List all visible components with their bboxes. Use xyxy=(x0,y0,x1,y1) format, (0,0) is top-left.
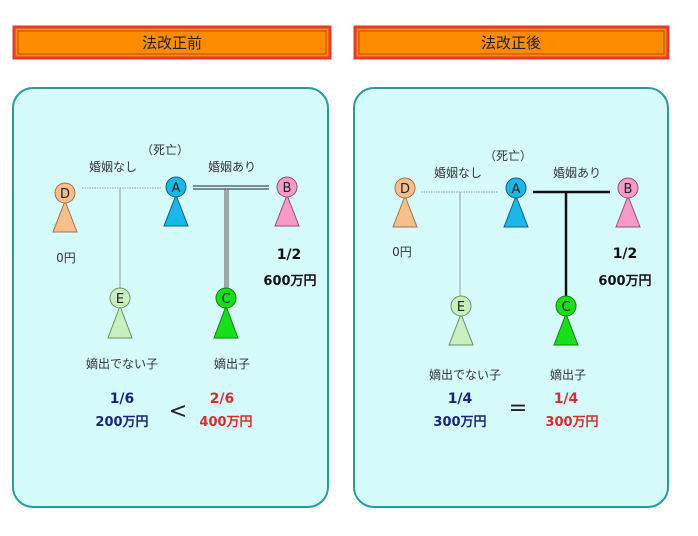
person-A: A xyxy=(163,176,189,227)
C-label: 嫡出子 xyxy=(550,367,586,382)
person-B: B xyxy=(274,176,300,227)
person-A: A xyxy=(503,177,529,228)
svg-text:B: B xyxy=(283,181,292,196)
svg-text:A: A xyxy=(512,182,521,197)
header-before: 法改正前 xyxy=(12,25,332,60)
svg-text:C: C xyxy=(221,292,230,307)
no-marriage-label: 婚姻なし xyxy=(89,159,137,174)
svg-text:D: D xyxy=(60,187,70,202)
person-E: E xyxy=(107,287,133,339)
header-title: 法改正後 xyxy=(481,34,541,52)
C-share: 2/6 xyxy=(210,391,235,407)
panel-after: 法改正後 D A B E C xyxy=(353,25,670,508)
person-D: D xyxy=(52,182,78,233)
D-amount: 0円 xyxy=(56,251,76,265)
svg-text:A: A xyxy=(172,181,181,196)
header-title: 法改正前 xyxy=(142,34,202,52)
B-amount: 600万円 xyxy=(598,274,651,289)
person-B: B xyxy=(615,177,641,228)
B-share: 1/2 xyxy=(613,246,638,262)
C-amount: 400万円 xyxy=(199,415,252,430)
person-C: C xyxy=(553,295,579,346)
svg-text:D: D xyxy=(400,182,410,197)
header-after: 法改正後 xyxy=(353,25,670,60)
B-share: 1/2 xyxy=(277,247,302,263)
C-label: 嫡出子 xyxy=(214,356,250,371)
E-label: 嫡出でない子 xyxy=(429,367,501,382)
svg-text:E: E xyxy=(116,292,124,307)
deceased-label: （死亡） xyxy=(141,143,189,157)
svg-text:C: C xyxy=(561,300,570,315)
person-D: D xyxy=(392,177,418,228)
deceased-label: （死亡） xyxy=(484,149,532,163)
marriage-label: 婚姻あり xyxy=(208,159,256,174)
person-E: E xyxy=(448,295,474,346)
marriage-label: 婚姻あり xyxy=(553,165,601,180)
no-marriage-label: 婚姻なし xyxy=(434,165,482,180)
D-amount: 0円 xyxy=(392,245,412,259)
C-share: 1/4 xyxy=(554,391,579,407)
E-amount: 300万円 xyxy=(433,415,486,430)
E-share: 1/6 xyxy=(110,391,135,407)
panel-before: 法改正前 D A B E xyxy=(12,25,332,508)
E-share: 1/4 xyxy=(448,391,473,407)
person-C: C xyxy=(213,287,239,339)
B-amount: 600万円 xyxy=(263,274,316,289)
svg-text:B: B xyxy=(624,182,633,197)
comparison-sign: = xyxy=(509,396,527,421)
C-amount: 300万円 xyxy=(545,415,598,430)
E-label: 嫡出でない子 xyxy=(86,356,158,371)
E-amount: 200万円 xyxy=(95,415,148,430)
svg-text:E: E xyxy=(457,300,465,315)
comparison-sign: < xyxy=(169,399,187,424)
panel-box xyxy=(12,87,329,508)
